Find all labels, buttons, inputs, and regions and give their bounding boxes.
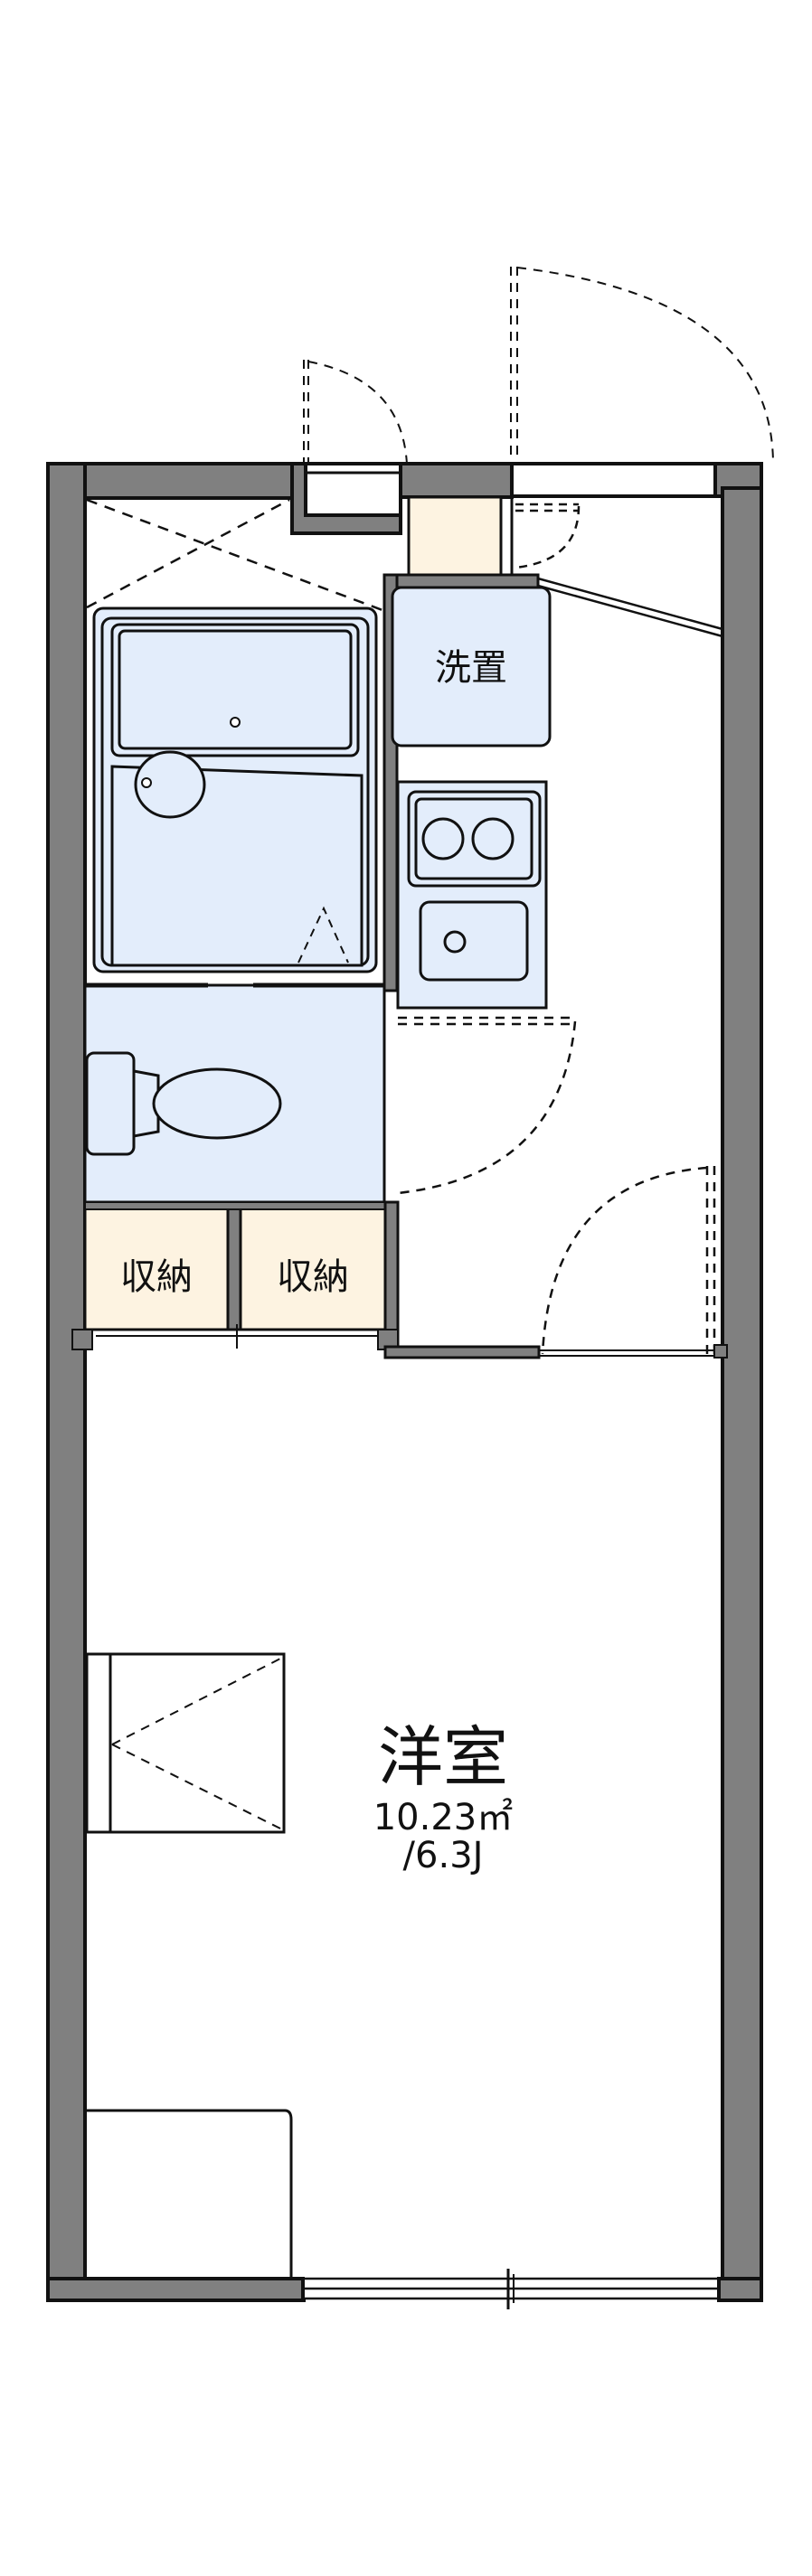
entrance-door-frame	[510, 462, 717, 498]
room-label-washer: 洗置	[435, 647, 507, 689]
partition-wall-top	[382, 573, 540, 589]
kitchen-unit	[396, 780, 548, 1010]
room-tatami-western: /6.3J	[402, 1835, 484, 1876]
room-label-storage-left: 収納	[120, 1256, 193, 1298]
genkan-floor	[407, 495, 503, 577]
balcony-window	[299, 2269, 721, 2309]
closet-marker	[85, 1652, 286, 1834]
hall-wall-bottom	[383, 1345, 541, 1359]
entrance-door-swing	[510, 267, 774, 465]
unit-bath	[92, 606, 378, 973]
top-wall-mid	[399, 462, 514, 499]
bed-outline	[87, 2109, 293, 2282]
washer-space	[391, 586, 552, 747]
ceiling-storage-marks	[86, 498, 383, 612]
room-area-western: 10.23㎡	[373, 1797, 514, 1838]
toilet-fixture	[85, 1051, 282, 1156]
room-label-storage-right: 収納	[277, 1256, 349, 1298]
window-door-swing-small	[303, 360, 408, 465]
storage-left	[83, 1206, 230, 1331]
room-label-western: 洋室	[377, 1719, 508, 1795]
